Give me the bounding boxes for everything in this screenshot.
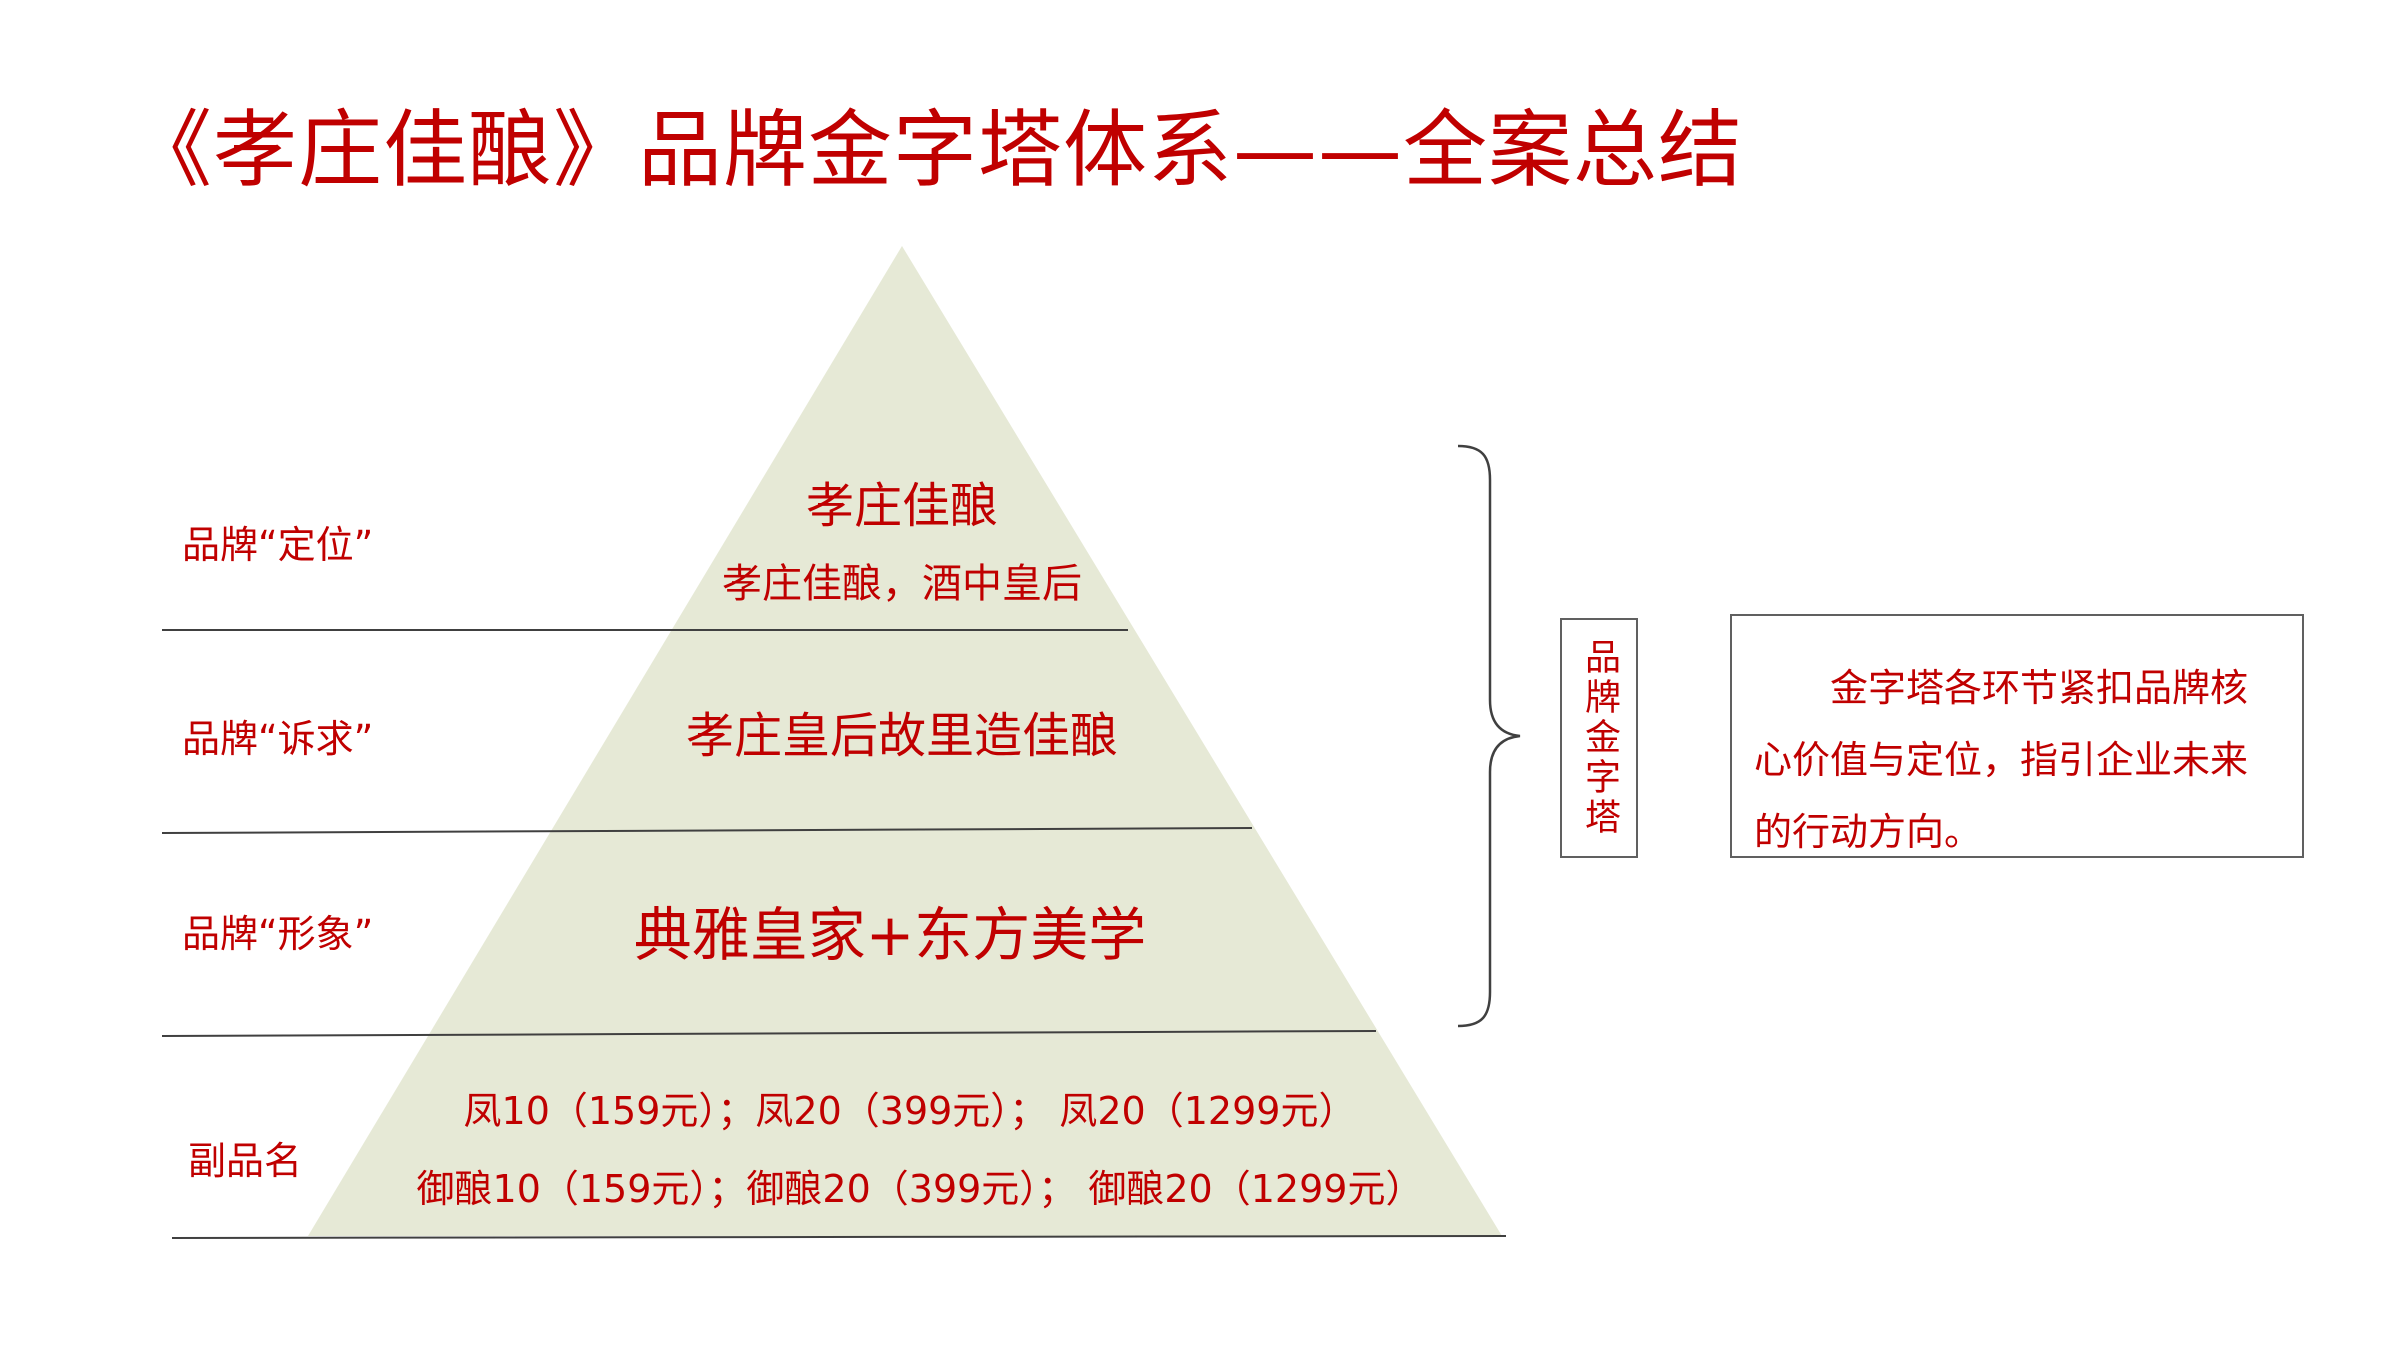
divider-line <box>161 1030 1377 1037</box>
layer-label-appeal: 品牌“诉求” <box>182 717 374 761</box>
brace-icon <box>1457 444 1521 1028</box>
pyramid-side-label: 品牌金字塔 <box>1560 618 1638 858</box>
sub-brand-line-1: 凤10（159元）；凤20（399元）； 凤20（1299元） <box>463 1089 1357 1133</box>
tier-image-main: 典雅皇家+东方美学 <box>633 901 1147 969</box>
tier-positioning-main: 孝庄佳酿 <box>805 478 998 534</box>
page-title: 《孝庄佳酿》品牌金字塔体系——全案总结 <box>128 101 1744 199</box>
tier-appeal-main: 孝庄皇后故里造佳酿 <box>685 708 1118 764</box>
summary-text: 金字塔各环节紧扣品牌核心价值与定位，指引企业未来的行动方向。 <box>1754 666 2249 854</box>
sub-brand-line-2: 御酿10（159元）；御酿20（399元）； 御酿20（1299元） <box>416 1167 1424 1211</box>
layer-label-image: 品牌“形象” <box>182 912 374 956</box>
layer-label-positioning: 品牌“定位” <box>182 523 374 567</box>
pyramid-shape <box>308 246 1502 1236</box>
pyramid-side-label-text: 品牌金字塔 <box>1579 638 1620 838</box>
summary-box: 金字塔各环节紧扣品牌核心价值与定位，指引企业未来的行动方向。 <box>1730 614 2304 858</box>
layer-label-sub-brand: 副品名 <box>188 1139 303 1183</box>
divider-line <box>161 827 1253 834</box>
tier-positioning-sub: 孝庄佳酿，酒中皇后 <box>722 561 1082 607</box>
divider-line <box>171 1235 1507 1239</box>
